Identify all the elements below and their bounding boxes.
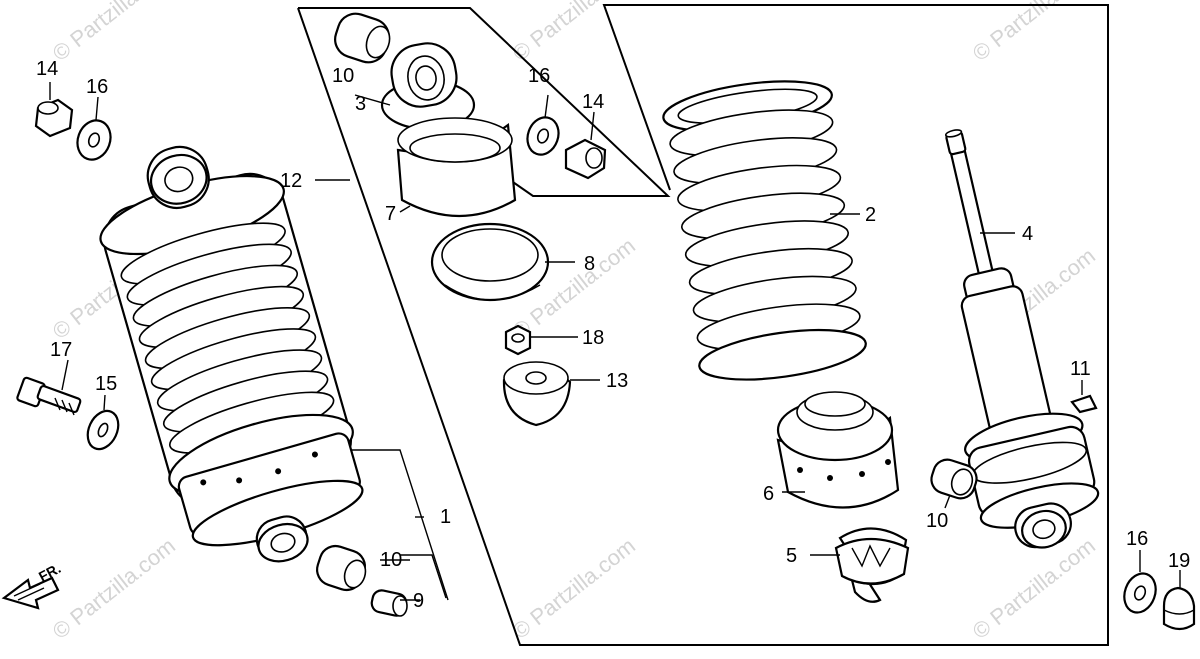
callout-2: 2 (865, 204, 876, 226)
spring-seat-upper-7 (396, 117, 517, 218)
clip-11 (1070, 394, 1098, 414)
callout-labels: 1 2 3 4 5 6 7 8 9 10 10 10 11 12 13 14 1… (36, 58, 1190, 612)
collar-9 (370, 589, 408, 617)
callout-8: 8 (584, 253, 595, 275)
callout-5: 5 (786, 545, 797, 567)
front-direction-marker: FR. (1, 560, 63, 610)
nut-14-left (34, 98, 74, 138)
damper-4 (944, 129, 1100, 549)
spring-2 (662, 80, 867, 381)
watermark: © Partzilla.com (968, 533, 1100, 644)
spring-stopper-5 (834, 527, 910, 603)
assembly-frames (297, 4, 1109, 646)
callout-9: 9 (413, 590, 424, 612)
nut-14-kit (564, 138, 607, 180)
callout-10-right: 10 (926, 510, 948, 532)
callout-3: 3 (355, 93, 366, 115)
watermark: © Partzilla.com (508, 0, 640, 66)
collar-10-bottom (316, 544, 367, 592)
watermark: © Partzilla.com (968, 0, 1100, 66)
watermark: © Partzilla.com (48, 533, 180, 644)
callout-10-top: 10 (332, 65, 354, 87)
callout-6: 6 (763, 483, 774, 505)
callout-19: 19 (1168, 550, 1190, 572)
washer-16-right (1123, 572, 1157, 614)
collar-10-right (930, 458, 978, 500)
callout-13: 13 (606, 370, 628, 392)
washer-16-kit (526, 116, 560, 156)
callout-4: 4 (1022, 223, 1033, 245)
cap-nut-19 (1162, 586, 1196, 631)
leader-lines (49, 82, 1181, 601)
callout-16-kit: 16 (528, 65, 550, 87)
upper-joint-3 (380, 42, 476, 131)
callout-14-kit: 14 (582, 91, 604, 113)
bump-rubber-13 (502, 361, 572, 427)
collar-10-top (334, 12, 391, 64)
watermark: © Partzilla.com (48, 0, 180, 66)
bolt-17 (16, 376, 82, 416)
washer-16-left (76, 119, 112, 161)
callout-15: 15 (95, 373, 117, 395)
callout-14-left: 14 (36, 58, 58, 80)
callout-10-bottom: 10 (380, 549, 402, 571)
front-marker-label: FR. (36, 560, 63, 585)
callout-16-left: 16 (86, 76, 108, 98)
nut-18 (504, 324, 532, 356)
callout-17: 17 (50, 339, 72, 361)
shock-absorber-assembly (99, 145, 364, 563)
callout-18: 18 (582, 327, 604, 349)
watermark: © Partzilla.com (508, 533, 640, 644)
callout-16-right: 16 (1126, 528, 1148, 550)
callout-11: 11 (1070, 358, 1091, 380)
callout-7: 7 (385, 203, 396, 225)
spring-seat-lower-6 (776, 391, 900, 509)
callout-1: 1 (440, 506, 451, 528)
callout-12: 12 (280, 170, 302, 192)
rubber-8 (430, 222, 550, 302)
washer-15 (86, 409, 120, 451)
